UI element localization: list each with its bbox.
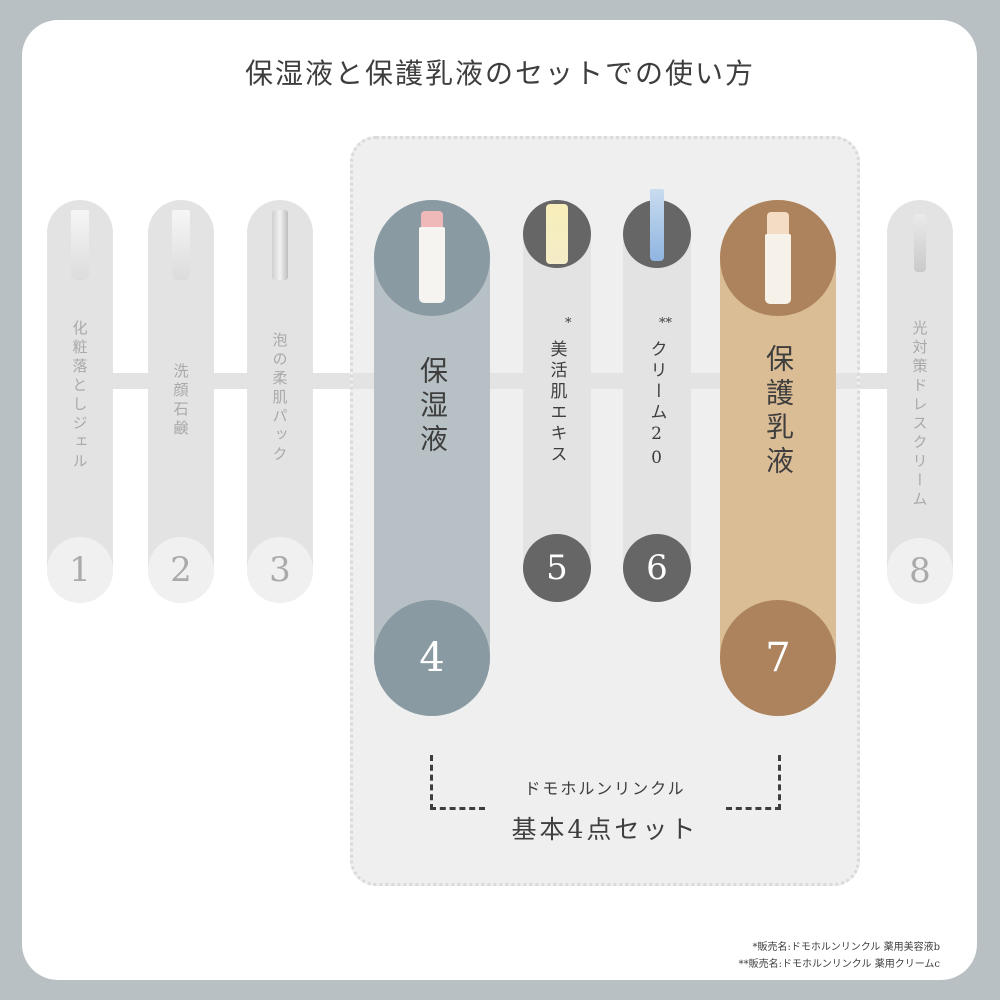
step-number: 3 — [247, 537, 313, 603]
product-circle — [720, 200, 836, 316]
protective-emulsion-bottle-icon — [765, 212, 791, 304]
footnote-2: **販売名:ドモホルンリンクル 薬用クリームc — [738, 959, 940, 970]
serum-bottle-icon — [546, 204, 568, 264]
step-7[interactable]: 保護乳液 7 — [720, 200, 836, 716]
step-label: 化粧落としジェル — [70, 320, 89, 472]
page-title: 保湿液と保護乳液のセットでの使い方 — [244, 57, 755, 90]
product-circle — [623, 189, 691, 268]
step-label: クリーム20 — [646, 340, 667, 472]
step-label: 泡の柔肌パック — [270, 332, 289, 465]
step-5[interactable]: * 美活肌エキス 5 — [523, 200, 591, 602]
set-brand: ドモホルンリンクル — [524, 779, 686, 798]
step-label: 洗顔石鹸 — [171, 363, 190, 439]
bracket-left — [430, 755, 485, 810]
step-number: 5 — [523, 534, 591, 602]
foam-pack-can-icon — [272, 210, 288, 280]
step-number: 2 — [148, 537, 214, 603]
step-number: 7 — [720, 600, 836, 716]
step-1[interactable]: 化粧落としジェル 1 — [47, 200, 113, 603]
uv-cream-tube-icon — [914, 214, 926, 272]
asterisk-note: ** — [659, 316, 672, 331]
asterisk-note: * — [565, 316, 572, 331]
step-label: 美活肌エキス — [546, 340, 567, 466]
bracket-right — [726, 755, 781, 810]
step-4[interactable]: 保湿液 4 — [374, 200, 490, 716]
step-label: 保護乳液 — [762, 344, 795, 480]
step-label: 光対策ドレスクリーム — [910, 320, 929, 510]
product-circle — [523, 200, 591, 268]
cream-tube-icon — [650, 189, 664, 261]
step-number: 6 — [623, 534, 691, 602]
step-number: 4 — [374, 600, 490, 716]
moisture-lotion-bottle-icon — [419, 211, 445, 305]
product-circle — [374, 200, 490, 316]
step-number: 8 — [887, 538, 953, 604]
step-8[interactable]: 光対策ドレスクリーム 8 — [887, 200, 953, 604]
cleansing-gel-tube-icon — [71, 210, 89, 280]
face-wash-tube-icon — [172, 210, 190, 280]
step-6[interactable]: ** クリーム20 6 — [623, 189, 691, 602]
step-2[interactable]: 洗顔石鹸 2 — [148, 200, 214, 603]
step-label: 保湿液 — [416, 356, 449, 458]
step-number: 1 — [47, 537, 113, 603]
footnote-1: *販売名:ドモホルンリンクル 薬用美容液b — [752, 942, 940, 953]
step-3[interactable]: 泡の柔肌パック 3 — [247, 200, 313, 603]
set-name: 基本4点セット — [511, 815, 699, 844]
